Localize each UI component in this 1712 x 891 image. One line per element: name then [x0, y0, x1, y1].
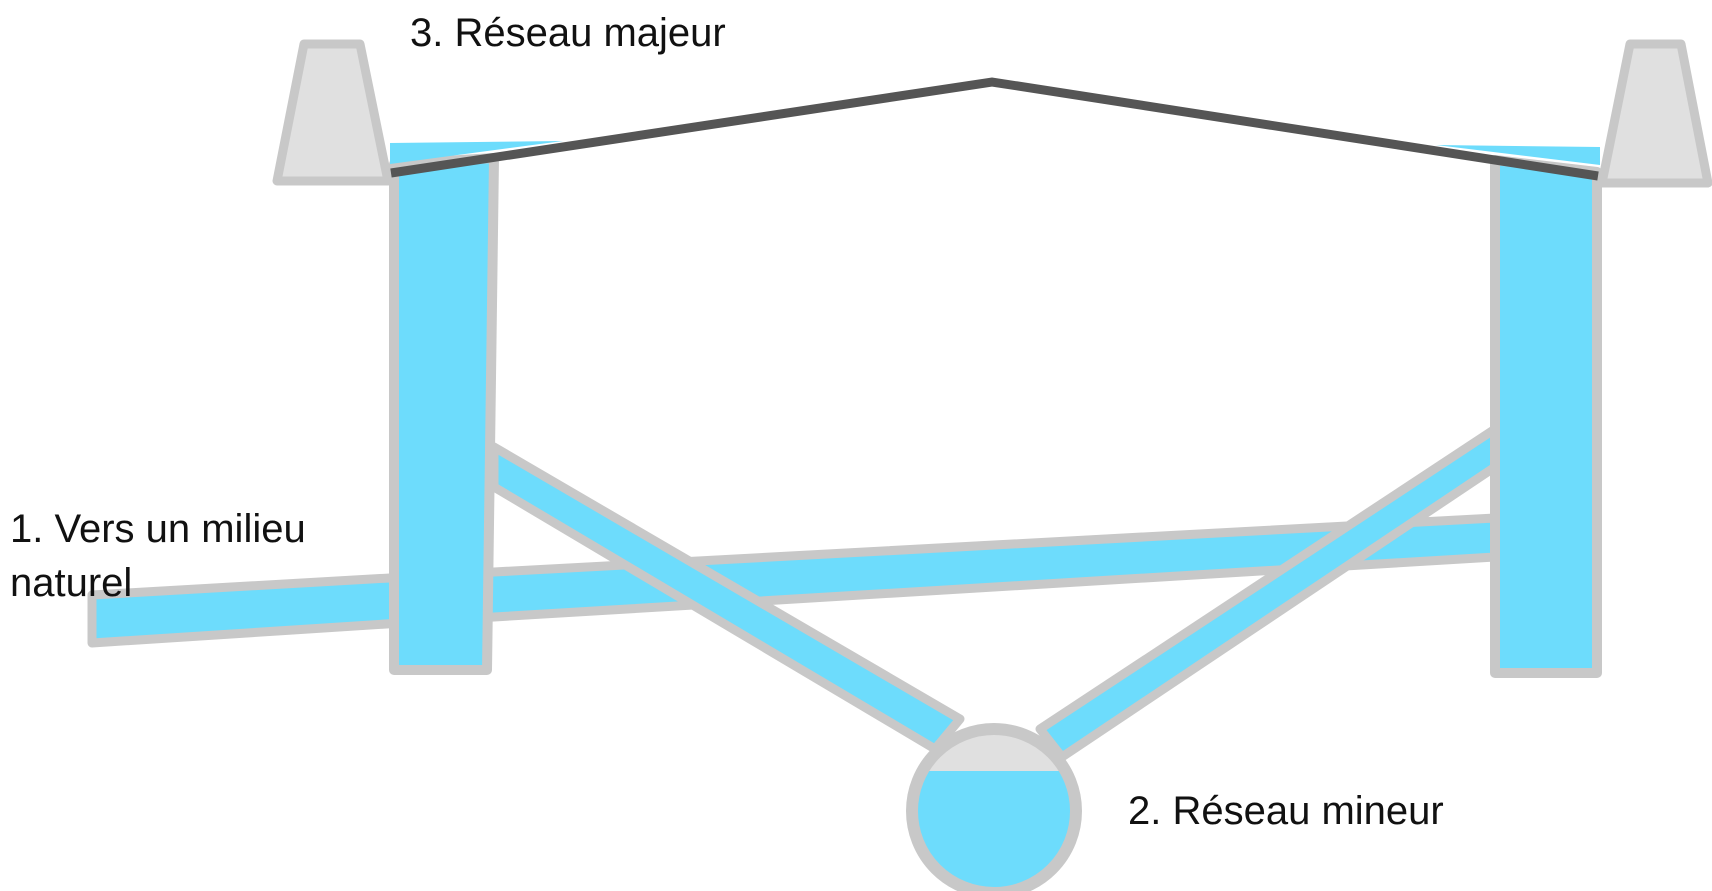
label-natural-outlet-line2: naturel [10, 561, 132, 605]
label-major-network: 3. Réseau majeur [410, 11, 726, 55]
minor-network-pipe [906, 723, 1082, 891]
right-diagonal-pipe [1035, 424, 1500, 762]
right-curb [1597, 39, 1712, 188]
left-manhole-shaft [389, 153, 499, 675]
surface-runoff [390, 141, 1600, 165]
left-curb [272, 39, 393, 186]
road-surface [390, 77, 1599, 181]
right-manhole-shaft [1490, 155, 1602, 678]
label-natural-outlet: 1. Vers un milieu [10, 507, 306, 551]
label-minor-network: 2. Réseau mineur [1128, 789, 1444, 833]
